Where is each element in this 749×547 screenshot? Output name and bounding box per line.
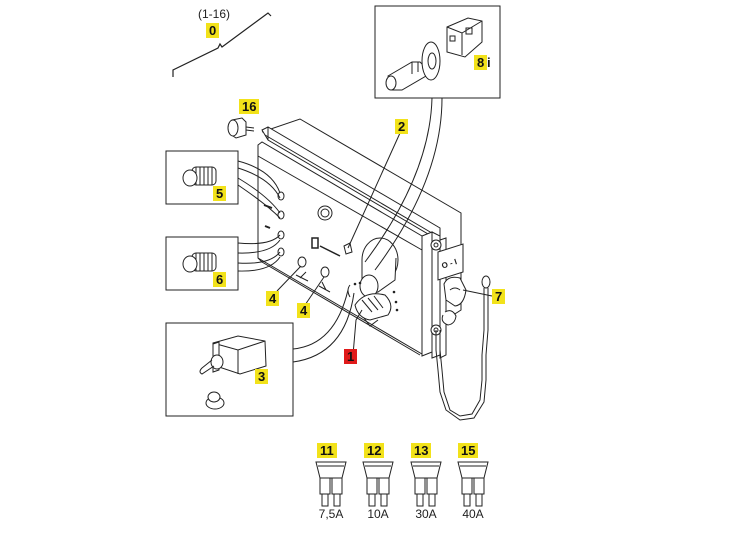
callout-2[interactable]: 2	[395, 119, 409, 134]
callout-4a[interactable]: 4	[266, 291, 280, 306]
fuse-15	[457, 461, 489, 507]
chain	[435, 275, 491, 421]
callout-16[interactable]: 16	[239, 99, 260, 114]
callout-0[interactable]: 0	[206, 23, 220, 38]
fuse-rating-12: 10A	[367, 507, 389, 521]
callout-8[interactable]: 8	[474, 55, 488, 70]
control-box	[257, 118, 491, 421]
callout-5[interactable]: 5	[213, 186, 227, 201]
callout-1[interactable]: 1	[344, 349, 358, 364]
callout-6[interactable]: 6	[213, 272, 227, 287]
fuse-11	[315, 461, 347, 507]
fuse-13	[410, 461, 442, 507]
callout-4b[interactable]: 4	[297, 303, 311, 318]
fuse-12	[362, 461, 394, 507]
fuse-set	[315, 461, 489, 507]
info-icon[interactable]: i	[487, 55, 491, 70]
leader-lines	[276, 132, 493, 356]
fuse-rating-15: 40A	[462, 507, 484, 521]
callout-3[interactable]: 3	[255, 369, 269, 384]
fuse-rating-13: 30A	[415, 507, 437, 521]
callout-7[interactable]: 7	[492, 289, 506, 304]
ignition-switch-inset	[364, 5, 501, 271]
knob-16	[227, 117, 255, 139]
assembly-bracket	[172, 12, 272, 77]
toggle-switch-inset	[165, 289, 355, 417]
callout-11[interactable]: 11	[317, 443, 337, 458]
fuse-rating-11: 7,5A	[318, 507, 344, 521]
group-range-label: (1-16)	[198, 7, 231, 21]
callout-15[interactable]: 15	[458, 443, 479, 458]
callout-13[interactable]: 13	[411, 443, 432, 458]
indicator-6-inset	[165, 234, 281, 291]
callout-12[interactable]: 12	[364, 443, 385, 458]
